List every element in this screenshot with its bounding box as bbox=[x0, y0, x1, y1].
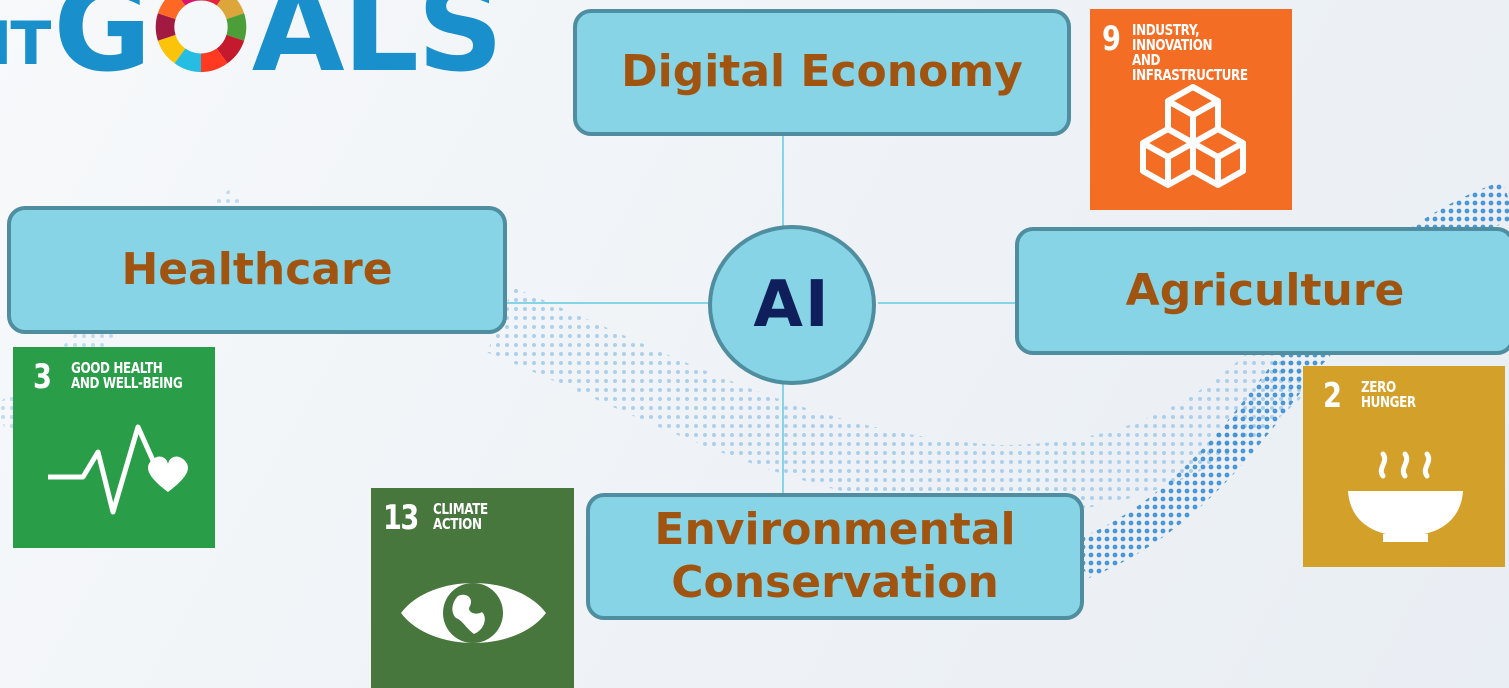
healthcare-box: Healthcare bbox=[7, 206, 507, 334]
logo-letters-als: ALS bbox=[251, 0, 504, 99]
agriculture-box: Agriculture bbox=[1015, 227, 1509, 355]
sdg13-tile: 13 CLIMATE ACTION bbox=[371, 488, 574, 688]
ai-label: AI bbox=[753, 268, 831, 342]
sdg-logo: ITG ALS bbox=[0, 0, 504, 99]
sdg2-number: 2 bbox=[1323, 376, 1342, 416]
sdg3-label: GOOD HEALTH AND WELL-BEING bbox=[71, 359, 183, 392]
sdg9-tile: 9 INDUSTRY, INNOVATION AND INFRASTRUCTUR… bbox=[1090, 9, 1292, 210]
sdg2-tile: 2 ZERO HUNGER bbox=[1303, 366, 1505, 567]
sdg-wheel-icon bbox=[155, 0, 247, 73]
sdg3-tile: 3 GOOD HEALTH AND WELL-BEING bbox=[13, 347, 215, 548]
eye-globe-icon bbox=[401, 583, 546, 643]
cubes-icon bbox=[1140, 84, 1246, 188]
logo-letter-g: G bbox=[53, 0, 151, 99]
agriculture-label: Agriculture bbox=[1125, 264, 1405, 316]
sdg9-label: INDUSTRY, INNOVATION AND INFRASTRUCTURE bbox=[1132, 21, 1248, 84]
logo-prefix: IT bbox=[0, 9, 51, 79]
digital-economy-label: Digital Economy bbox=[621, 46, 1023, 98]
bowl-icon bbox=[1348, 451, 1463, 542]
sdg2-label: ZERO HUNGER bbox=[1361, 378, 1416, 411]
sdg9-number: 9 bbox=[1102, 19, 1121, 59]
healthcare-label: Healthcare bbox=[121, 243, 393, 295]
sdg13-label: CLIMATE ACTION bbox=[433, 500, 488, 533]
sdg3-number: 3 bbox=[33, 357, 52, 397]
sdg13-number: 13 bbox=[383, 498, 419, 538]
ai-center-circle: AI bbox=[708, 225, 876, 385]
heartbeat-icon bbox=[48, 424, 188, 515]
environmental-conservation-box: Environmental Conservation bbox=[586, 493, 1084, 620]
environmental-conservation-label: Environmental Conservation bbox=[654, 503, 1016, 608]
digital-economy-box: Digital Economy bbox=[573, 9, 1071, 136]
